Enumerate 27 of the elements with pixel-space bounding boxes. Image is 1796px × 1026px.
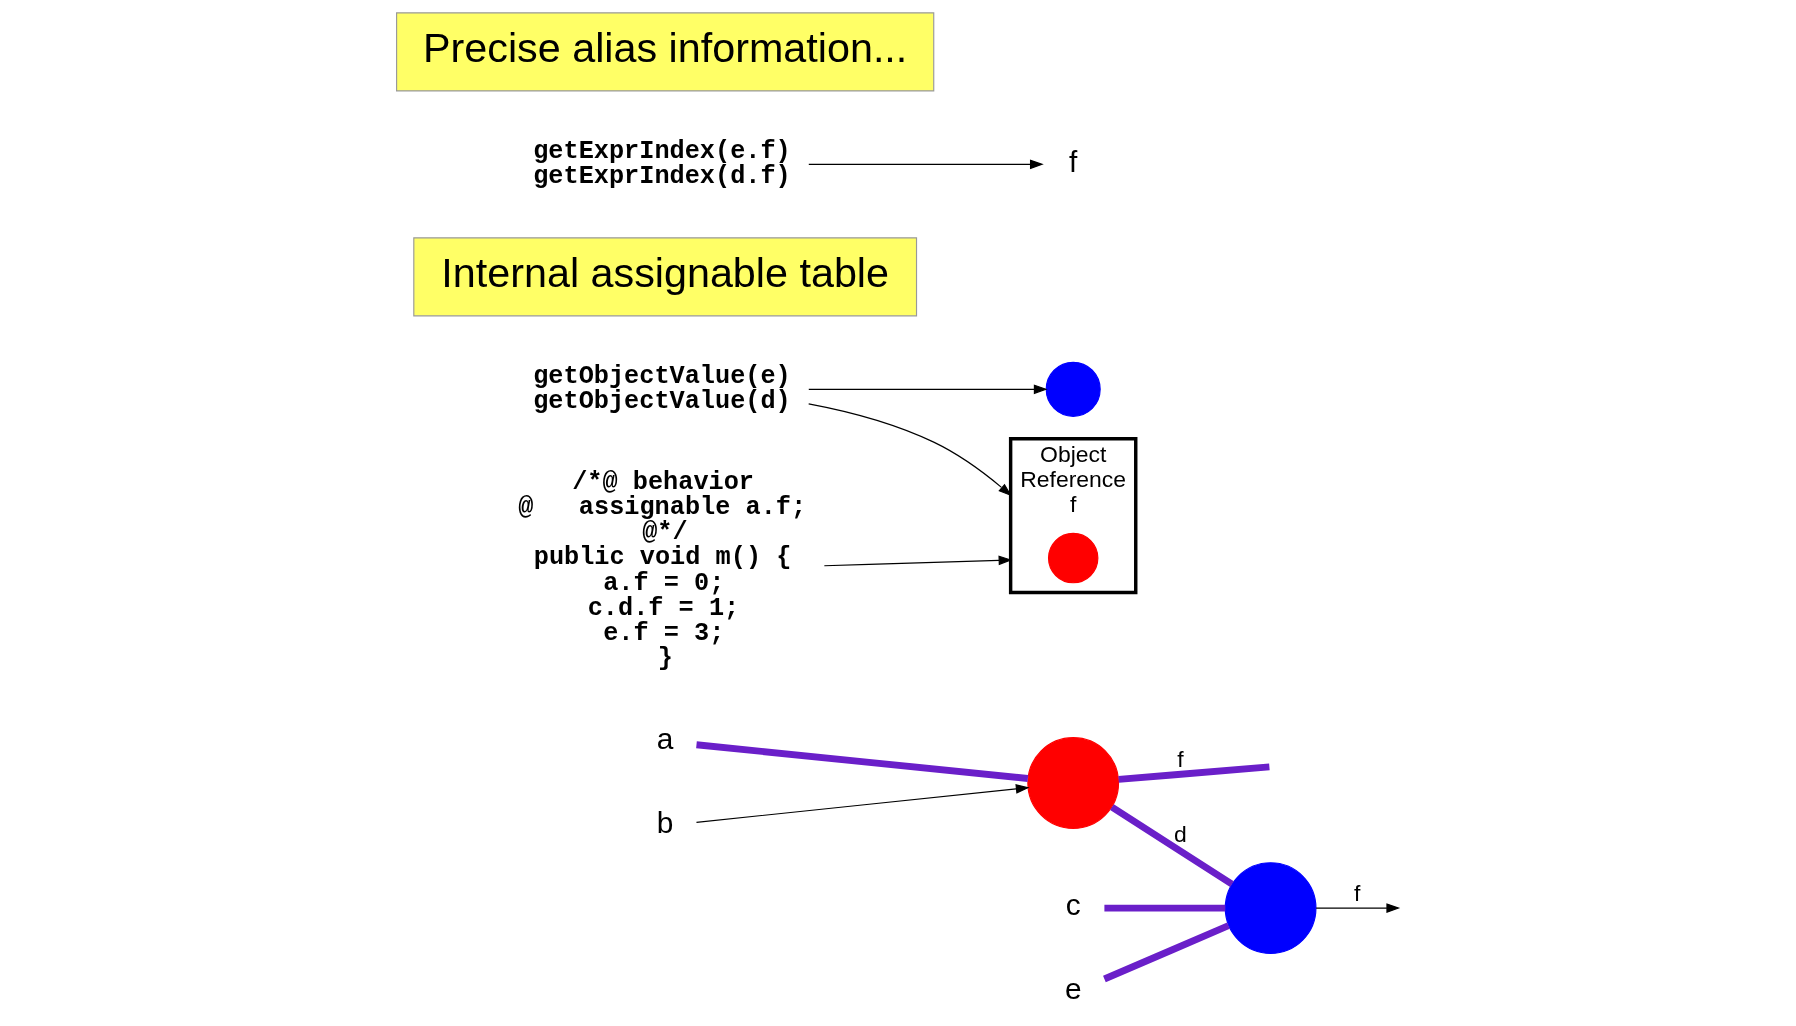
edge-label: d [1174,820,1187,847]
node-text: /*@ behavior @ assignable a.f; @*/ public void m() { a.f = 0; c.d.f = 1; e.f = 3; } [518,467,807,674]
node-text: f [1069,144,1078,178]
arrow [695,784,1030,823]
node-text: getObjectValue(e) getObjectValue(d) [533,362,791,417]
cluster: Object Reference f [1008,436,1138,595]
arrow [808,159,1044,170]
connector [696,741,1029,782]
arrow [808,403,1012,497]
node-box: Internal assignable table [413,237,918,317]
node-text: getExprIndex(e.f) getExprIndex(d.f) [533,137,791,192]
node-text: c [1065,888,1081,922]
node-circle [1045,361,1101,417]
edge-label: f [1177,745,1184,772]
connector [1103,922,1230,983]
connector [1110,804,1234,887]
node-text: e [1064,972,1082,1006]
arrow [1315,903,1401,913]
arrow [808,384,1048,395]
node-box: Precise alias information... [396,12,935,92]
node-circle [1224,862,1317,955]
node-circle [1047,532,1099,584]
node-text: b [656,805,674,839]
edge-label: f [1354,880,1361,907]
node-text: a [656,721,674,755]
connector [1118,763,1270,783]
node-circle [1027,737,1120,829]
